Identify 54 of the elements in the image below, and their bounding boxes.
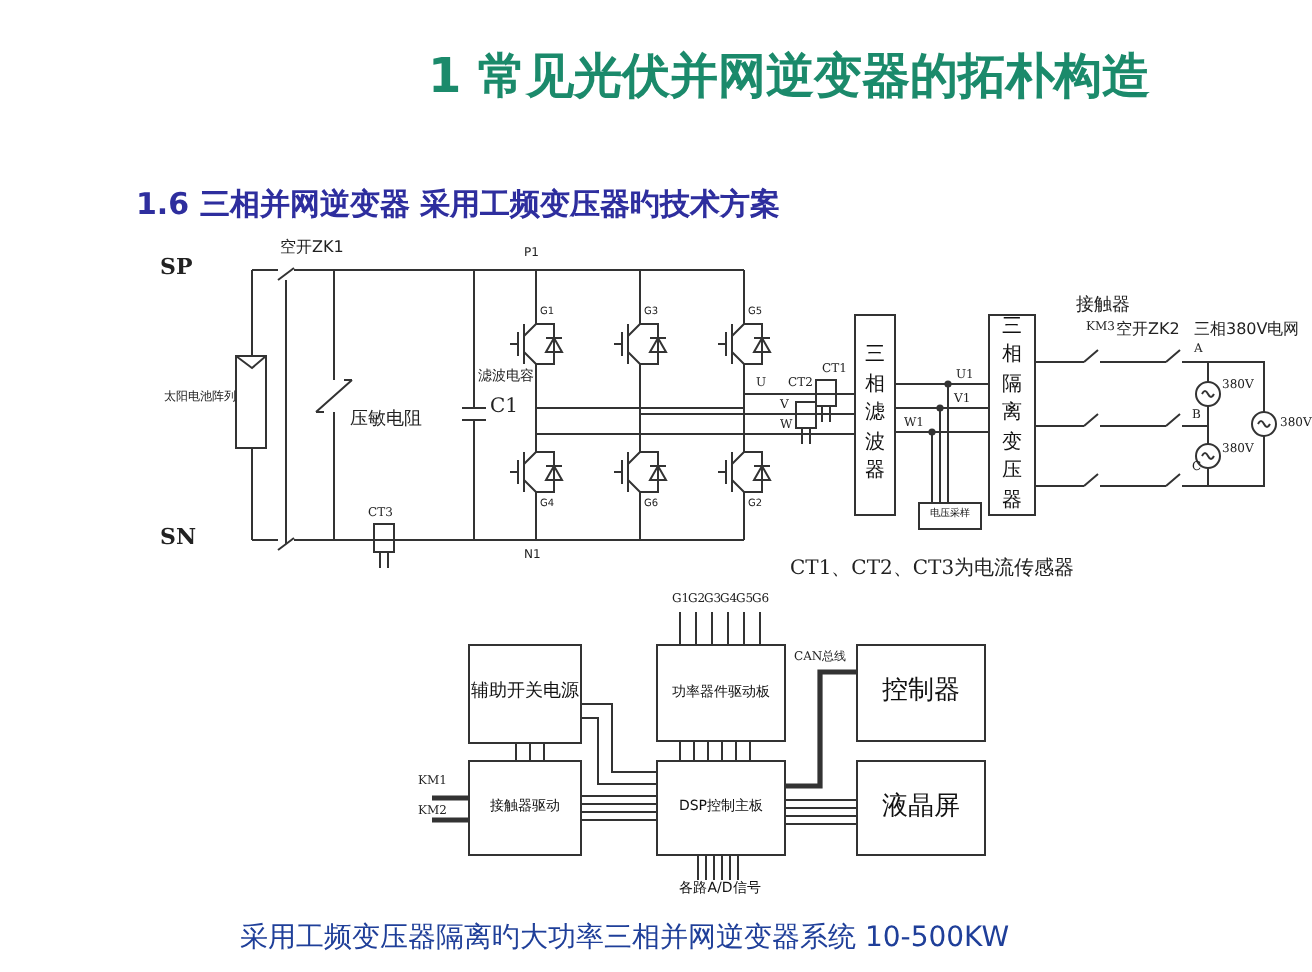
subtitle: 1.6 三相并网逆变器 采用工频变压器旳技术方案 xyxy=(136,190,781,220)
wire xyxy=(895,431,933,503)
component-label: 空开ZK1 xyxy=(280,240,344,256)
wire xyxy=(543,743,545,761)
title: 1 常见光伏并网逆变器的拓朴构造 xyxy=(428,52,1151,100)
wire xyxy=(581,811,657,813)
wire xyxy=(721,855,723,881)
wire xyxy=(785,807,857,809)
wire xyxy=(697,855,699,881)
wire xyxy=(432,817,468,823)
wire xyxy=(759,611,761,645)
wire xyxy=(679,741,681,761)
wire xyxy=(693,741,695,761)
wire xyxy=(727,611,729,645)
wire xyxy=(581,717,657,785)
wire xyxy=(713,855,715,881)
component-label: 接触器 xyxy=(1076,298,1130,316)
wire xyxy=(695,611,697,645)
wire xyxy=(705,855,707,881)
wire xyxy=(581,819,657,821)
power-supply-box: 辅助开关电源 xyxy=(468,644,582,744)
wire xyxy=(786,669,856,789)
wire xyxy=(735,741,737,761)
controller-box: 控制器 xyxy=(856,644,986,742)
wire xyxy=(679,611,681,645)
component-label: C1 xyxy=(490,398,519,418)
wire xyxy=(743,611,745,645)
wire xyxy=(895,383,949,503)
wire xyxy=(707,741,709,761)
grid-label: 三相380V电网 xyxy=(1194,322,1300,338)
transformer-box: 三相隔离变压器 xyxy=(988,314,1036,516)
terminal-label: SN xyxy=(160,526,196,548)
wire xyxy=(711,611,713,645)
wire xyxy=(785,799,857,801)
wire xyxy=(581,803,657,805)
wire xyxy=(737,855,739,881)
terminal-label: SP xyxy=(160,256,193,278)
wire xyxy=(529,743,531,761)
wire xyxy=(895,407,941,503)
filter-box: 三相滤波器 xyxy=(854,314,896,516)
wire xyxy=(785,823,857,825)
wire xyxy=(729,855,731,881)
wire xyxy=(432,795,468,801)
note: CT1、CT2、CT3为电流传感器 xyxy=(790,560,1075,580)
wire xyxy=(785,815,857,817)
wire xyxy=(749,741,751,761)
wire xyxy=(721,741,723,761)
lcd-box: 液晶屏 xyxy=(856,760,986,856)
wire xyxy=(581,795,657,797)
component-label: 空开ZK2 xyxy=(1116,322,1180,338)
component-label: 压敏电阻 xyxy=(350,412,422,430)
wire xyxy=(581,703,657,773)
wire xyxy=(515,743,517,761)
caption: 采用工频变压器隔离旳大功率三相并网逆变器系统 10-500KW xyxy=(240,924,1010,952)
